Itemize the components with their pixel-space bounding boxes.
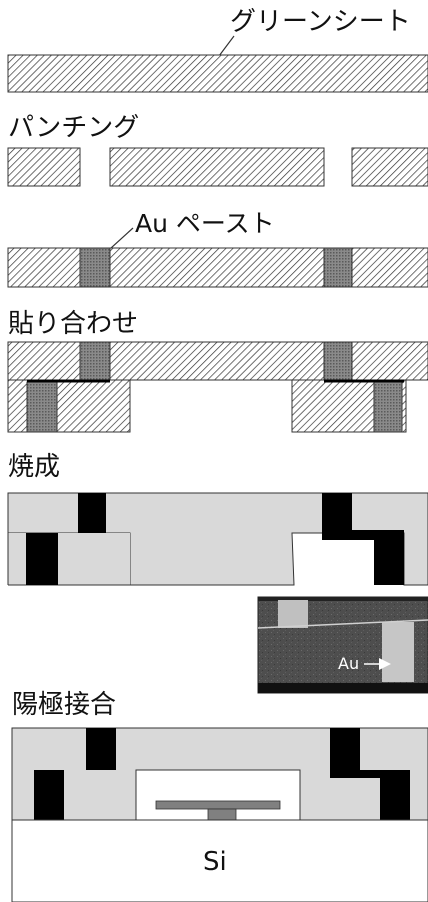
photo-interface-line: [257, 619, 428, 629]
step-punching: パンチング: [7, 113, 428, 187]
bottom-sheet-left: [7, 379, 131, 433]
photo-via-lower: [382, 622, 414, 682]
au-paste-label: Au ペースト: [135, 209, 275, 238]
top-via-left: [79, 341, 111, 381]
top-sheet: [7, 341, 428, 381]
fired-via-left: [26, 493, 106, 585]
sem-photo: Au: [257, 596, 428, 694]
punched-sheet-left: [7, 147, 81, 187]
punching-label: パンチング: [8, 113, 139, 143]
step-green-sheet: グリーンシート: [7, 7, 428, 93]
photo-top-layer: [258, 597, 428, 601]
bottom-via-left: [26, 381, 58, 433]
green-sheet: [7, 54, 428, 93]
step-firing: 焼成: [7, 452, 428, 586]
bonded-via-left: [34, 728, 116, 820]
punched-sheet-right: [351, 147, 428, 187]
bonded-via-right: [330, 728, 410, 820]
punched-sheet-center: [109, 147, 325, 187]
filled-sheet: [7, 247, 428, 288]
si-label: Si: [203, 847, 227, 877]
firing-label: 焼成: [8, 452, 60, 482]
photo-au-label: Au: [338, 654, 359, 673]
si-substrate: [11, 819, 428, 902]
au-paste-via-left: [79, 247, 111, 288]
electrode-post: [207, 808, 237, 822]
au-paste-via-right: [323, 247, 353, 288]
bottom-via-right: [373, 381, 403, 433]
fired-via-right: [322, 493, 404, 585]
photo-base-layer: [258, 683, 428, 693]
photo-via-upper: [278, 600, 308, 628]
anodic-bonding-label: 陽極接合: [12, 690, 116, 720]
step-au-paste: Au ペースト: [7, 209, 428, 288]
top-via-right: [323, 341, 353, 381]
step-anodic-bonding: 陽極接合 Si: [11, 690, 428, 902]
electrode-plate: [155, 800, 281, 810]
lamination-label: 貼り合わせ: [8, 309, 138, 339]
green-sheet-label: グリーンシート: [230, 7, 411, 37]
step-lamination: 貼り合わせ: [7, 309, 428, 433]
